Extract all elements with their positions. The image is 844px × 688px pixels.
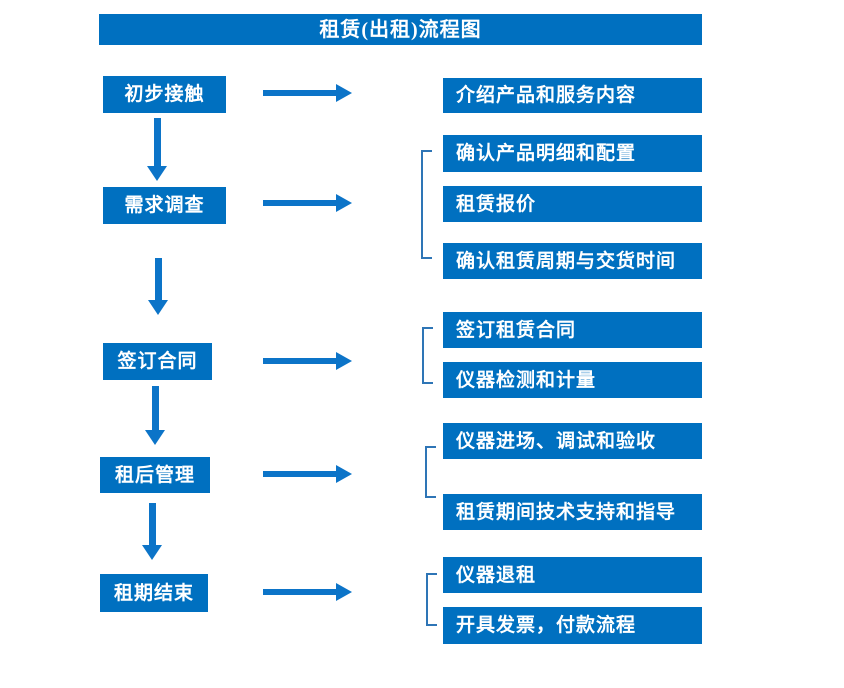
output-box: 租赁报价 [443,186,702,222]
output-label: 仪器进场、调试和验收 [456,430,657,452]
output-label: 开具发票，付款流程 [456,615,637,636]
output-label: 租赁期间技术支持和指导 [456,501,677,523]
output-box: 仪器退租 [443,557,702,593]
bracket-group-3 [422,327,433,384]
bracket-group-5 [426,573,437,626]
step-box-demand-survey: 需求调查 [103,187,226,224]
right-arrow-1 [263,84,352,102]
output-label: 租赁报价 [456,193,537,215]
right-arrow-5 [263,583,352,601]
output-box: 仪器检测和计量 [443,362,702,398]
step-label: 租后管理 [114,464,195,486]
step-box-sign-contract: 签订合同 [103,343,212,380]
down-arrow-3 [145,386,165,445]
output-box: 签订租赁合同 [443,312,702,348]
down-arrow-4 [142,503,162,560]
step-label: 需求调查 [124,195,205,216]
output-box: 介绍产品和服务内容 [443,78,702,113]
flowchart-title: 租赁(出租)流程图 [99,14,702,45]
step-label: 签订合同 [117,351,198,372]
output-box: 租赁期间技术支持和指导 [443,494,702,530]
output-box: 开具发票，付款流程 [443,607,702,644]
output-label: 确认租赁周期与交货时间 [456,250,677,272]
step-box-initial-contact: 初步接触 [103,76,226,113]
output-label: 确认产品明细和配置 [456,143,637,164]
down-arrow-1 [147,118,167,181]
right-arrow-3 [263,352,352,370]
output-box: 仪器进场、调试和验收 [443,423,702,459]
output-label: 签订租赁合同 [456,319,577,341]
output-label: 仪器检测和计量 [456,369,597,391]
step-label: 租期结束 [113,582,194,604]
output-box: 确认租赁周期与交货时间 [443,243,702,279]
right-arrow-4 [263,465,352,483]
output-label: 仪器退租 [456,564,537,586]
down-arrow-2 [148,258,168,315]
right-arrow-2 [263,194,352,212]
step-box-lease-end: 租期结束 [100,574,208,612]
step-box-post-rental-management: 租后管理 [100,457,210,493]
bracket-group-2 [421,150,432,259]
output-label: 介绍产品和服务内容 [456,85,637,106]
step-label: 初步接触 [124,84,205,105]
flowchart-title-text: 租赁(出租)流程图 [319,18,482,41]
bracket-group-4 [425,446,436,498]
output-box: 确认产品明细和配置 [443,135,702,172]
